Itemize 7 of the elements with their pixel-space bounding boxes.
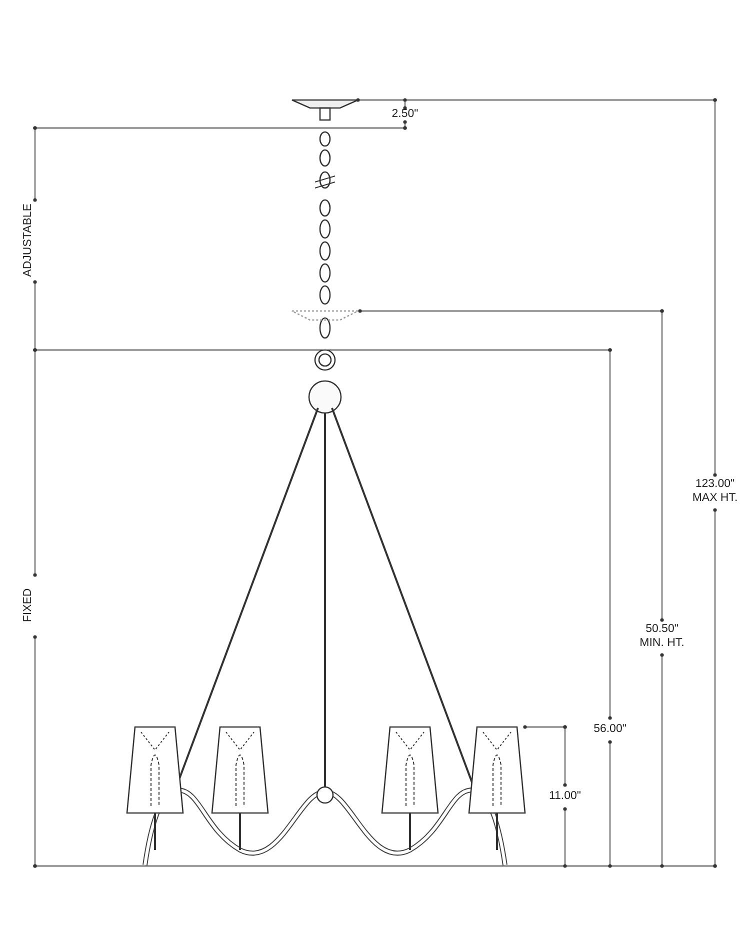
dimension-label: 123.00" MAX HT. xyxy=(691,477,739,506)
dimension-label: 2.50" xyxy=(390,107,420,122)
dimension-label: ADJUSTABLE xyxy=(20,202,35,279)
dimension-label: 56.00" xyxy=(592,722,628,736)
dimension-label: 11.00" xyxy=(548,789,582,804)
dimension-label: 50.50" MIN. HT. xyxy=(638,622,686,651)
dimension-label: FIXED xyxy=(20,587,35,624)
